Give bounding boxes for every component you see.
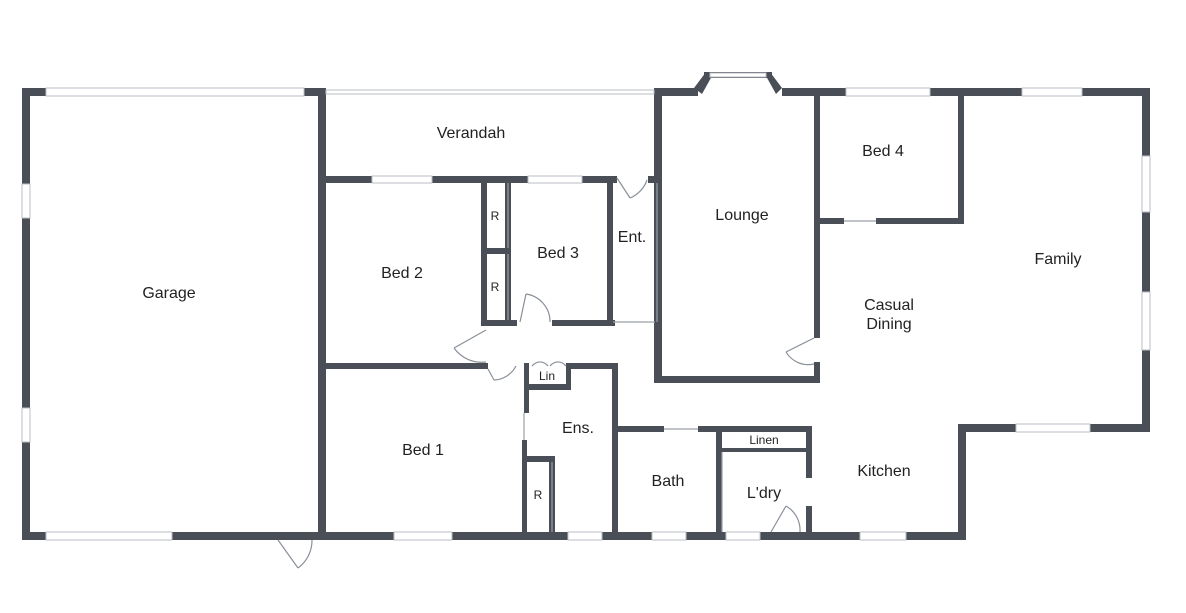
label-family: Family xyxy=(1034,251,1081,268)
label-casual-dining-2: Dining xyxy=(866,316,911,333)
label-robe-c: R xyxy=(534,488,543,502)
label-ensuite: Ens. xyxy=(562,420,594,437)
label-bed3: Bed 3 xyxy=(537,245,579,262)
label-bed1: Bed 1 xyxy=(402,442,444,459)
label-casual-dining-1: Casual xyxy=(864,297,914,314)
label-robe-a: R xyxy=(491,209,500,223)
door-laundry xyxy=(770,505,801,533)
wall-bed2-south xyxy=(318,363,488,369)
door-linen xyxy=(531,361,567,367)
dividers xyxy=(507,183,876,532)
label-linen: Linen xyxy=(749,433,778,447)
window-ens-south xyxy=(567,531,603,541)
label-robe-b: R xyxy=(491,280,500,294)
wall-lounge-west xyxy=(654,88,662,383)
label-laundry: L'dry xyxy=(747,485,781,502)
window-garage-north xyxy=(45,87,305,97)
window-verandah-north xyxy=(325,89,655,95)
wall-ens-west xyxy=(522,440,527,540)
window-bed2-north xyxy=(371,175,433,184)
window-bath-south xyxy=(651,531,687,541)
wall-lin-right xyxy=(566,363,571,390)
label-garage: Garage xyxy=(142,285,195,302)
label-bath: Bath xyxy=(652,473,685,490)
wall-kitchen-east xyxy=(958,424,966,540)
wall-bath-top xyxy=(612,426,664,432)
wall-lin-bottom xyxy=(524,384,570,390)
wall-lounge-east xyxy=(814,88,820,338)
wall-lounge-south xyxy=(654,376,819,383)
door-garage xyxy=(277,539,313,569)
label-lounge: Lounge xyxy=(715,207,768,224)
wall-lounge-north-right xyxy=(782,88,1148,96)
window-bed4-north xyxy=(845,87,931,97)
wall-garage-east xyxy=(318,88,326,540)
wall-robe3-top xyxy=(522,456,554,462)
wall-ens-top xyxy=(566,363,618,369)
wall-bed4-south-right xyxy=(876,218,964,224)
walls xyxy=(22,72,1150,540)
wall-bed3-east xyxy=(607,176,613,326)
windows xyxy=(21,72,1151,541)
window-east-1 xyxy=(1141,155,1151,213)
door-dining xyxy=(785,337,815,366)
wall-bed4-east xyxy=(958,88,964,224)
label-bed4: Bed 4 xyxy=(862,143,904,160)
wall-entry-top-right xyxy=(648,176,662,183)
window-bed3-north xyxy=(527,175,583,184)
wall-bath-east xyxy=(716,426,722,540)
wall-bath-top-right xyxy=(698,426,810,432)
label-linen-cupboard: Lin xyxy=(539,369,555,383)
doors xyxy=(277,177,815,569)
door-front xyxy=(616,177,648,199)
label-bed2: Bed 2 xyxy=(381,265,423,282)
wall-bed4-south xyxy=(814,218,844,224)
wall-entry-top xyxy=(607,176,617,183)
wall-lounge-east-low xyxy=(814,362,820,383)
window-kitchen-south xyxy=(859,531,907,541)
label-entry: Ent. xyxy=(618,229,646,246)
window-garage-west-2 xyxy=(21,407,31,443)
wall-ens-east xyxy=(612,363,618,540)
window-garage-south xyxy=(45,531,173,541)
wall-bedrooms-north xyxy=(318,176,615,183)
window-bay xyxy=(709,72,767,78)
label-kitchen: Kitchen xyxy=(857,463,910,480)
wall-laundry-east-low xyxy=(806,506,812,540)
wall-south-main xyxy=(318,532,966,540)
wall-robe-bottom xyxy=(481,320,517,326)
window-laundry-south xyxy=(725,531,761,541)
wall-bed3-south xyxy=(552,320,615,326)
door-bed1 xyxy=(487,365,517,381)
door-bed3 xyxy=(519,293,551,323)
window-bed1-south xyxy=(393,531,453,541)
room-labels: Garage Verandah Bed 2 R R Bed 3 Ent. Lou… xyxy=(142,125,1081,502)
wall-linen-bottom xyxy=(720,448,810,452)
wall-garage-west xyxy=(22,88,30,540)
door-bed2 xyxy=(453,329,487,363)
wall-robe-mid xyxy=(481,248,511,254)
window-garage-west-1 xyxy=(21,183,31,219)
window-east-2 xyxy=(1141,291,1151,351)
wall-east xyxy=(1142,88,1150,432)
label-verandah: Verandah xyxy=(437,125,506,142)
window-family-south xyxy=(1015,423,1091,433)
window-family-north xyxy=(1021,87,1083,97)
wall-lounge-north-left xyxy=(654,88,698,96)
